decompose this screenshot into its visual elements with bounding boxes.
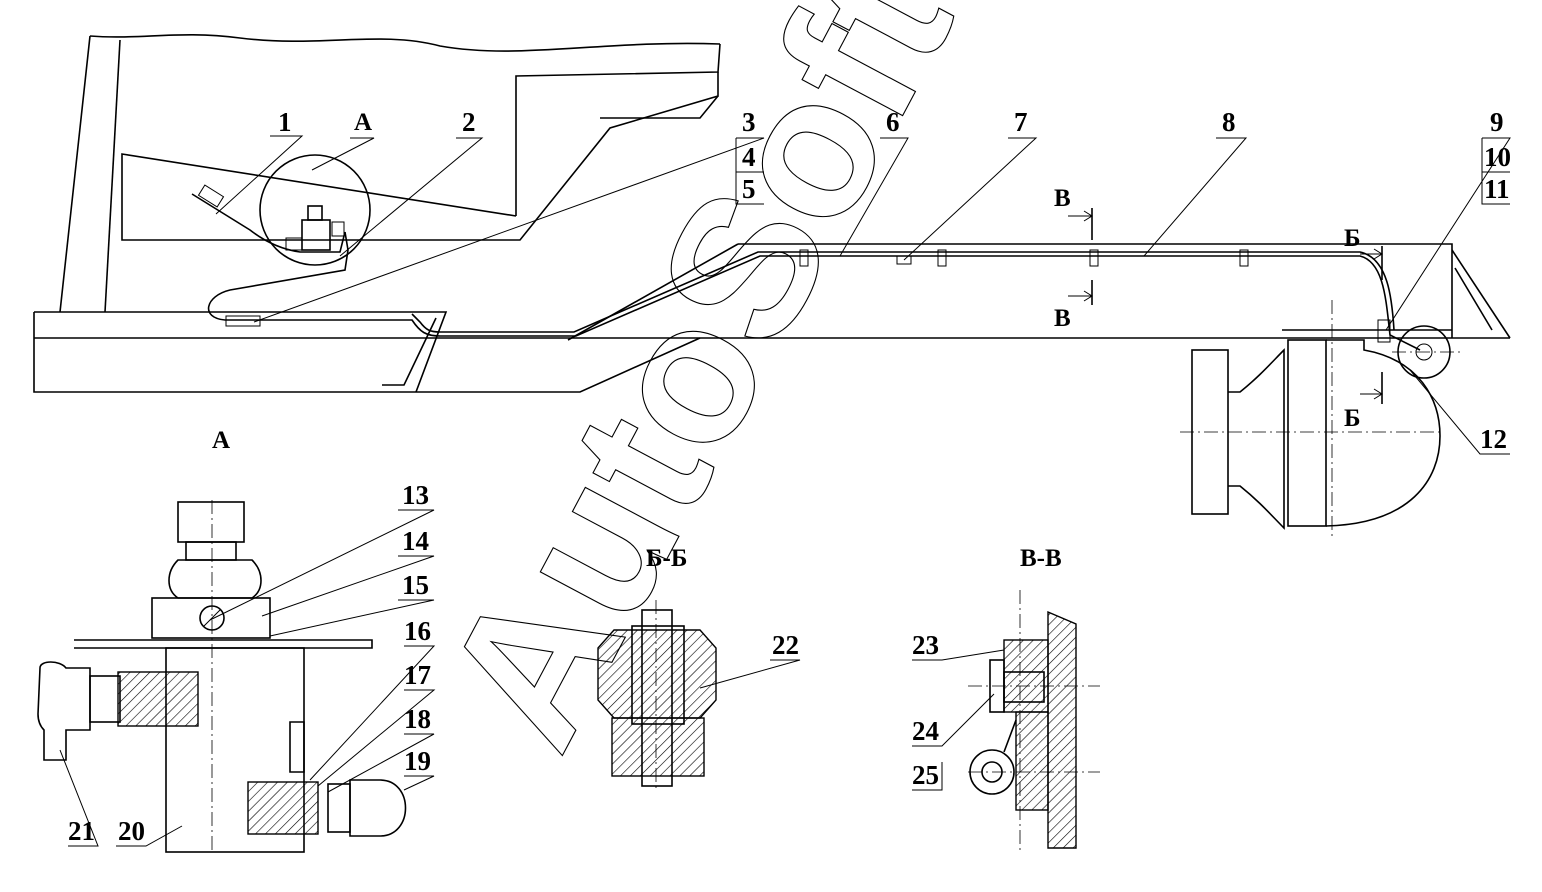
callout-8: 8 <box>1222 107 1236 137</box>
lubrication-pipe <box>191 184 1421 351</box>
detail-a-title: А <box>212 427 230 454</box>
frame-side-member <box>33 243 1511 393</box>
callout-17: 17 <box>404 660 431 690</box>
callout-2: 2 <box>462 107 476 137</box>
callout-21: 21 <box>68 816 95 846</box>
callout-11: 11 <box>1484 174 1510 204</box>
section-markers <box>1068 208 1383 404</box>
detail-a-mark: А <box>354 109 372 136</box>
callout-18: 18 <box>404 704 431 734</box>
callout-9: 9 <box>1490 107 1504 137</box>
section-v-v-title: В-В <box>1020 545 1062 572</box>
callout-16: 16 <box>404 616 431 646</box>
callout-13: 13 <box>402 480 429 510</box>
callout-7: 7 <box>1014 107 1028 137</box>
callout-1: 1 <box>278 107 292 137</box>
callout-6: 6 <box>886 107 900 137</box>
callout-12: 12 <box>1480 424 1507 454</box>
section-v-mark-top: В <box>1054 185 1071 212</box>
detail-a-pump <box>37 500 407 853</box>
section-b-mark-top: Б <box>1344 225 1361 252</box>
callout-19: 19 <box>404 746 431 776</box>
section-b-mark-bottom: Б <box>1344 405 1361 432</box>
section-b-b-title: Б-Б <box>646 545 687 572</box>
callout-25: 25 <box>912 760 939 790</box>
section-b-b <box>597 600 717 790</box>
section-v-v <box>968 590 1100 850</box>
section-v-mark-bottom: В <box>1054 305 1071 332</box>
callout-22: 22 <box>772 630 799 660</box>
callout-23: 23 <box>912 630 939 660</box>
callout-24: 24 <box>912 716 939 746</box>
callout-4: 4 <box>742 142 756 172</box>
callout-14: 14 <box>402 526 429 556</box>
callout-20: 20 <box>118 816 145 846</box>
callout-3: 3 <box>742 107 756 137</box>
callout-5: 5 <box>742 174 756 204</box>
view-labels: А А Б-Б В-В В В Б Б <box>212 109 1361 572</box>
callout-15: 15 <box>402 570 429 600</box>
callout-10: 10 <box>1484 142 1511 172</box>
leader-lines <box>59 135 1511 847</box>
detail-a-circle <box>259 154 371 266</box>
callouts: 1 2 3 4 5 6 7 8 9 10 11 12 13 14 15 16 1… <box>68 107 1511 846</box>
cab-outline <box>59 33 721 313</box>
wheel-hub <box>1180 300 1460 540</box>
